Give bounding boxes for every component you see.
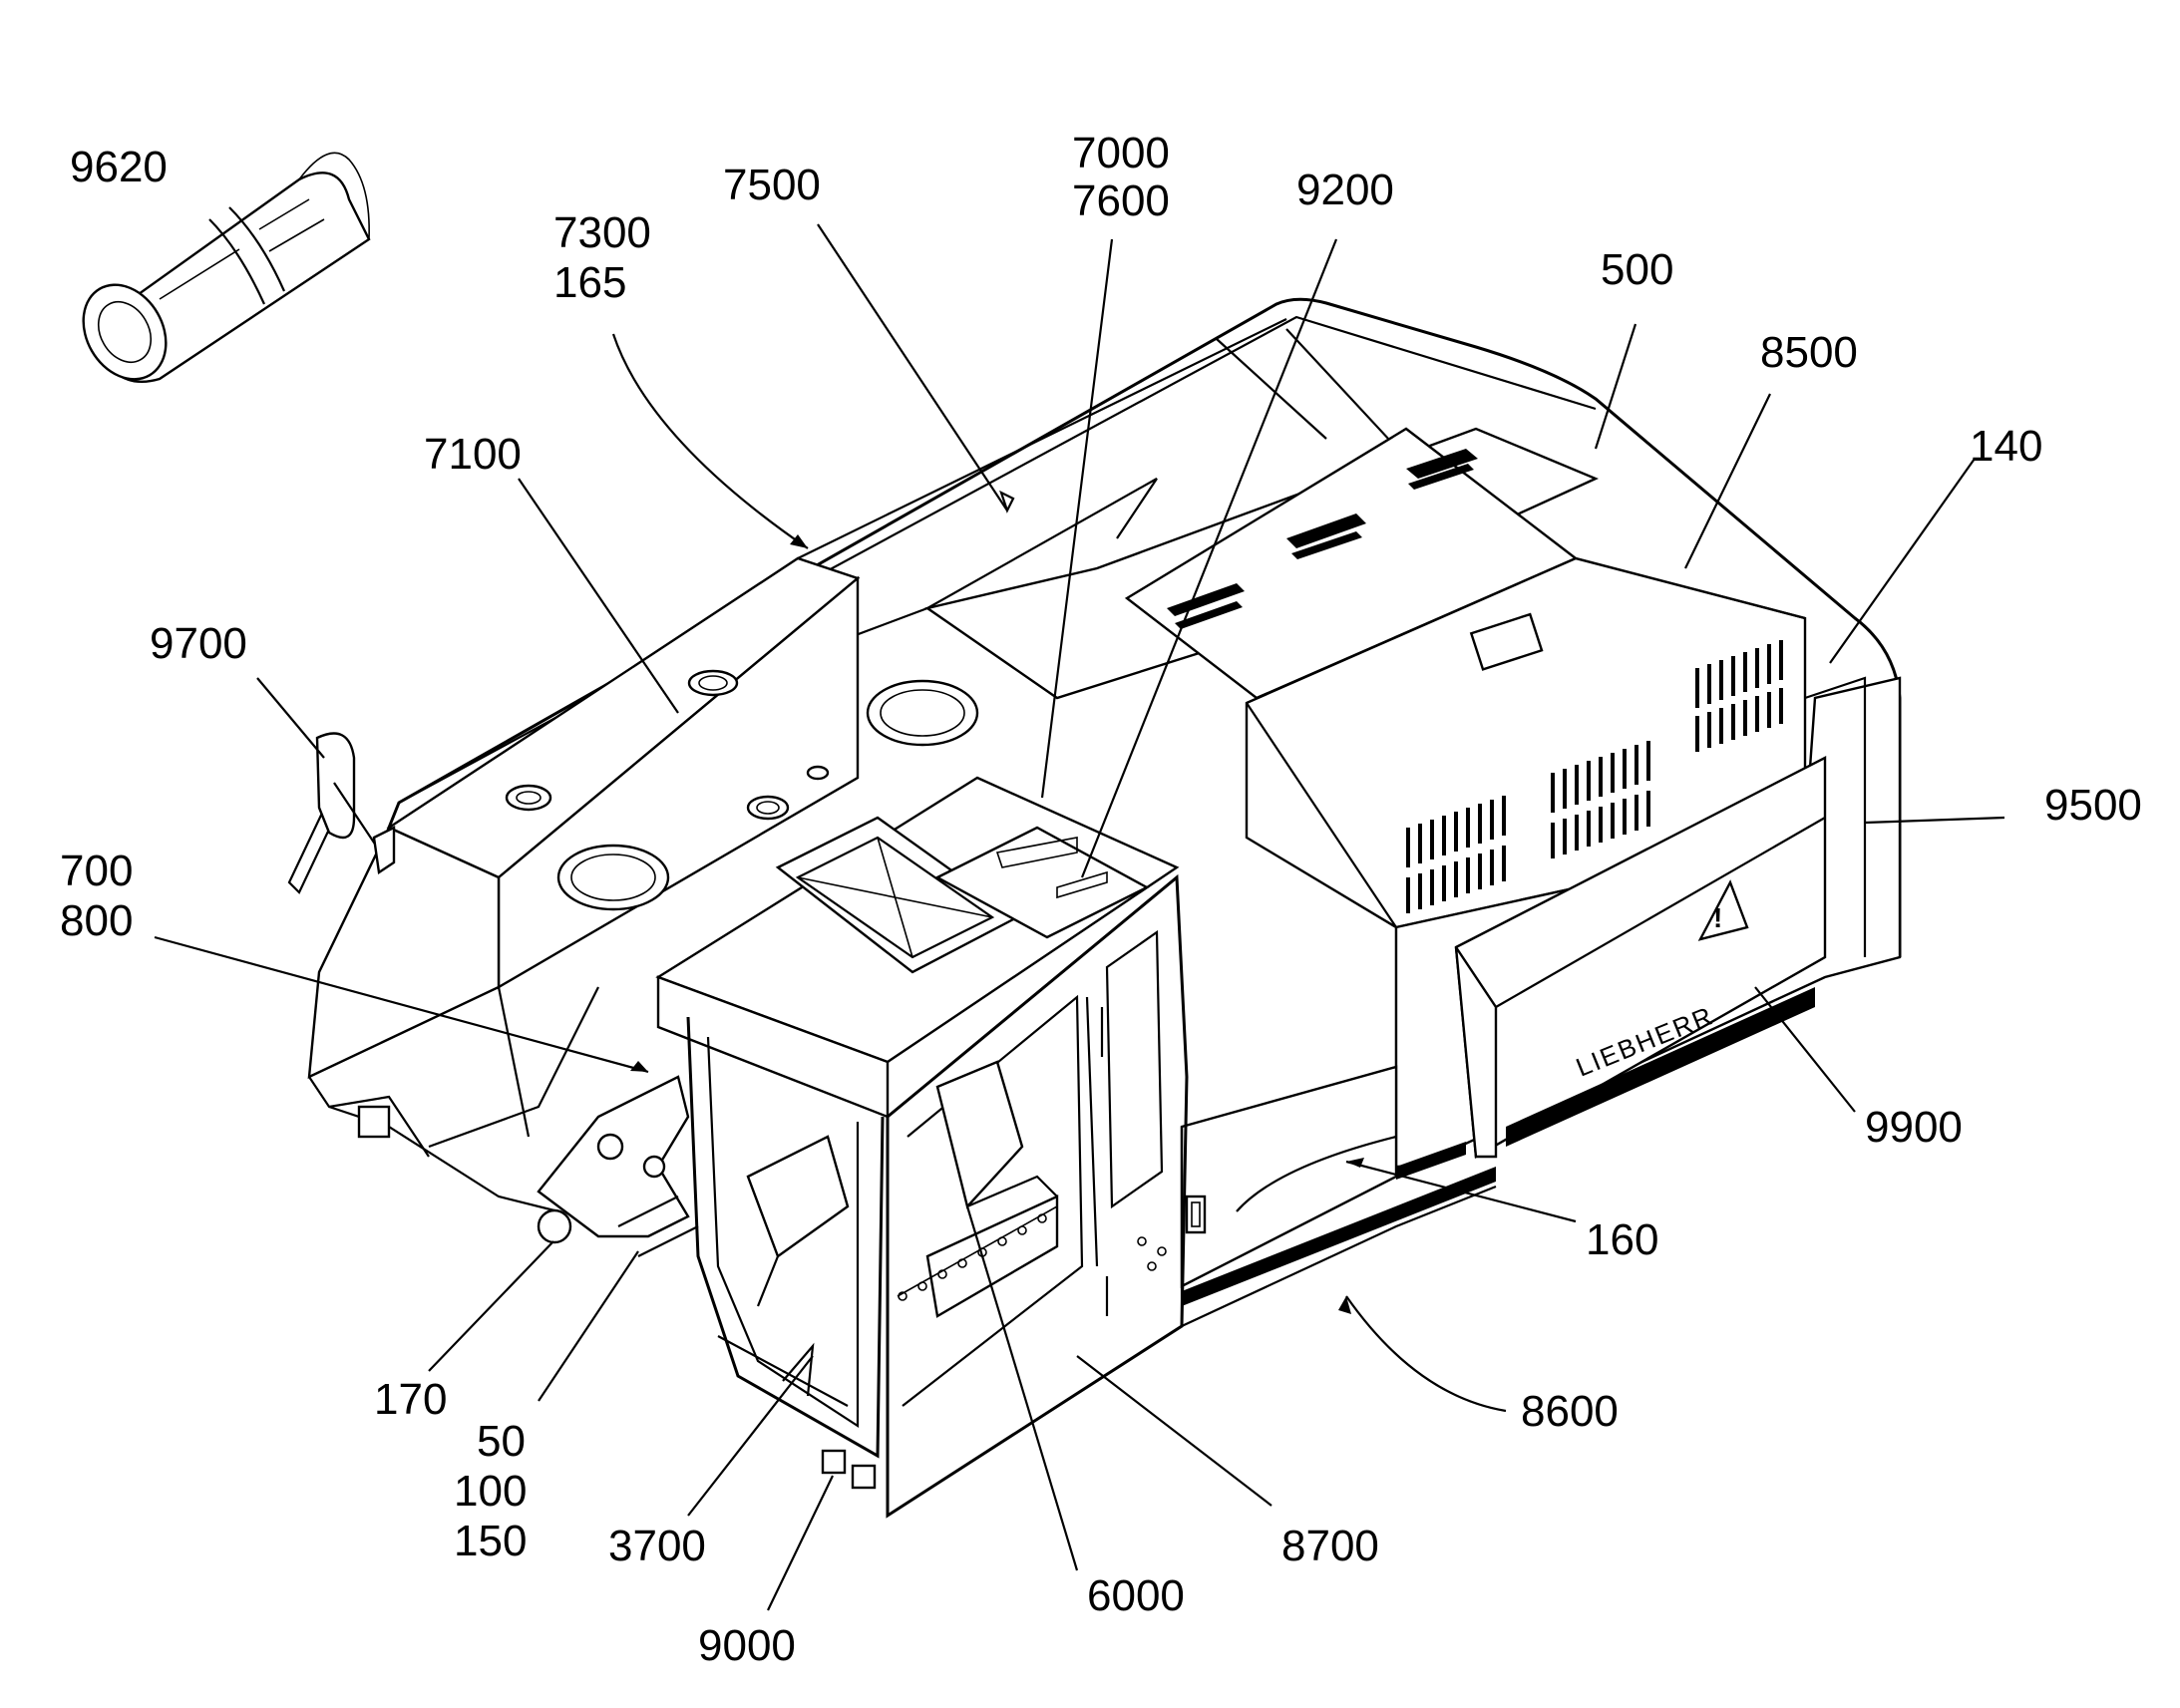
label-170: 170 xyxy=(374,1375,447,1424)
label-500: 500 xyxy=(1601,245,1673,294)
label-9620: 9620 xyxy=(70,143,168,191)
label-7000-7600: 7000 7600 xyxy=(1072,129,1182,225)
label-700-800: 700 800 xyxy=(60,847,146,945)
label-140: 140 xyxy=(1970,422,2042,471)
label-9700: 9700 xyxy=(150,619,247,668)
engine-hood-assembly xyxy=(924,427,1807,1167)
side-louvres xyxy=(1406,640,1783,913)
label-3700: 3700 xyxy=(608,1522,706,1570)
label-7300-165: 7300 165 xyxy=(553,208,663,307)
upper-carriage-body xyxy=(287,297,1902,1213)
leader-lines xyxy=(154,223,2005,1611)
label-6000: 6000 xyxy=(1087,1571,1185,1620)
counterweight-side: ! LIEBHERR xyxy=(887,676,1902,1517)
label-9200: 9200 xyxy=(1296,166,1394,214)
label-9500: 9500 xyxy=(2044,781,2142,830)
label-9900: 9900 xyxy=(1865,1103,1963,1152)
rolled-document-drawing xyxy=(82,152,371,384)
top-vent-grilles xyxy=(1167,449,1478,629)
label-8600: 8600 xyxy=(1521,1387,1619,1436)
reference-labels: 9620 7500 7000 7600 9200 7300 165 500 85… xyxy=(60,129,2142,1670)
label-7500: 7500 xyxy=(723,161,821,209)
label-8500: 8500 xyxy=(1760,328,1858,377)
label-160: 160 xyxy=(1586,1215,1658,1264)
label-9000: 9000 xyxy=(698,1621,796,1670)
operator-cab xyxy=(537,776,1189,1519)
label-50-100-150: 50 100 150 xyxy=(454,1417,540,1565)
label-8700: 8700 xyxy=(1281,1522,1379,1570)
svg-text:!: ! xyxy=(1713,902,1722,933)
label-7100: 7100 xyxy=(424,430,522,479)
